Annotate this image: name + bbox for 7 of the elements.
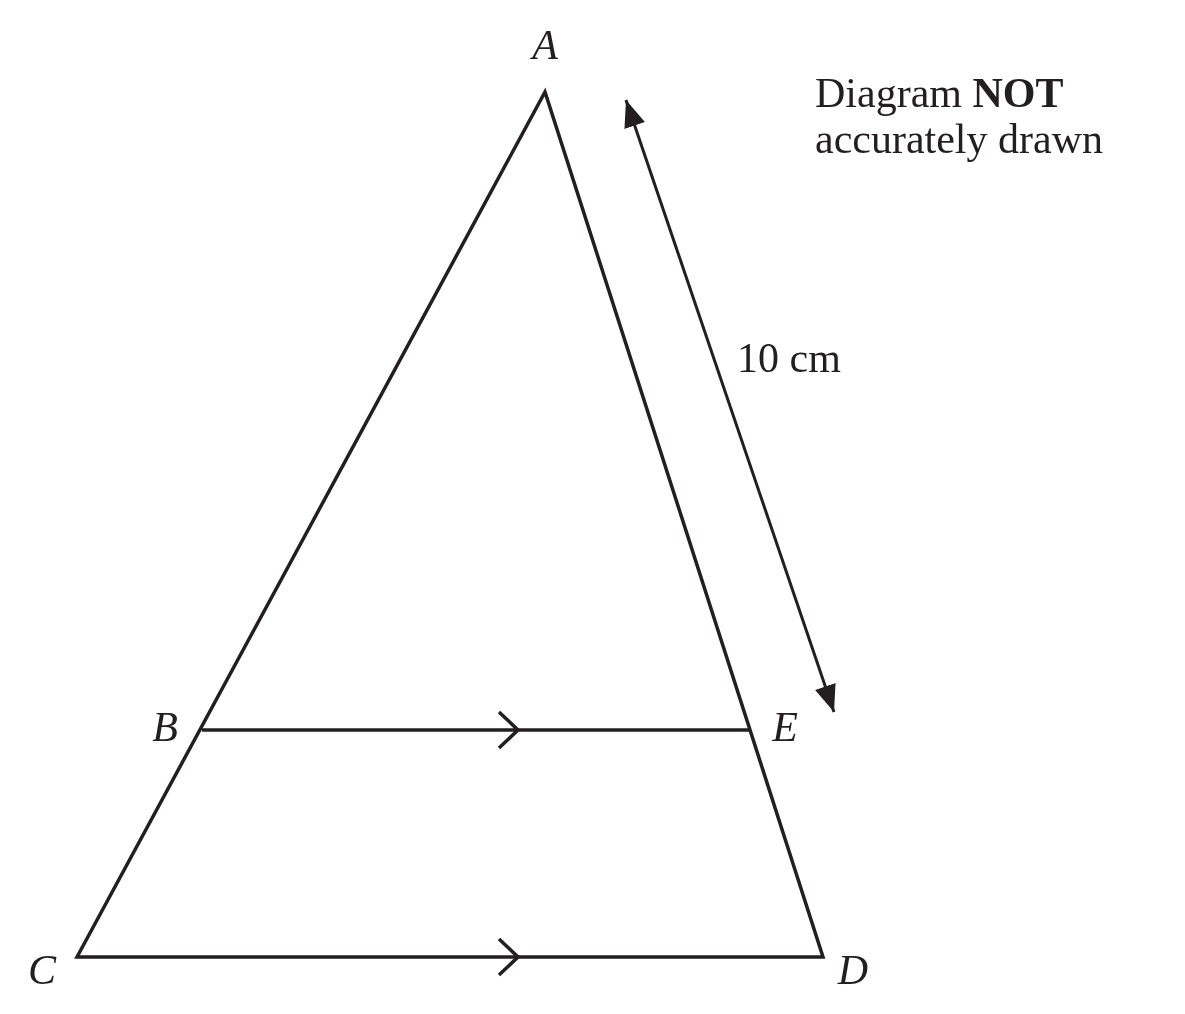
- point-label: D: [837, 946, 869, 994]
- point-label: A: [532, 21, 558, 69]
- note-text: Diagram NOT accurately drawn: [815, 70, 1104, 163]
- dimension-label: 10 cm: [737, 335, 841, 382]
- point-label: C: [28, 946, 56, 994]
- point-label: B: [152, 703, 178, 751]
- point-label: E: [772, 703, 798, 751]
